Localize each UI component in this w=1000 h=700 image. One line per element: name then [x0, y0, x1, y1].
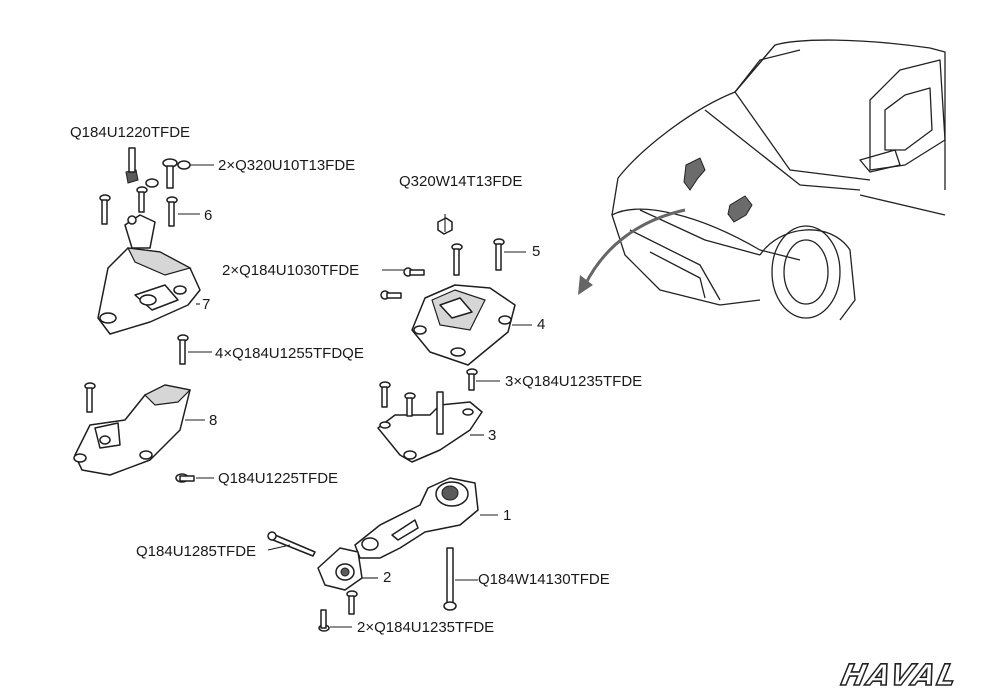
part-number-label: 2×Q184U1030TFDE	[222, 262, 360, 279]
vehicle-illustration	[578, 39, 946, 321]
haval-logo: HAVAL	[838, 657, 963, 693]
part-7-mount	[97, 214, 201, 335]
callout-number: 8	[209, 412, 218, 429]
callout-number: 4	[537, 316, 546, 333]
part-2-bushing	[267, 531, 478, 632]
part-number-label: 2×Q184U1235TFDE	[357, 619, 495, 636]
part-number-label: 3×Q184U1235TFDE	[505, 373, 643, 390]
part-number-label: 2×Q320U10T13FDE	[218, 157, 356, 174]
part-number-label: Q184U1220TFDE	[70, 124, 191, 141]
callout-number: 3	[488, 427, 497, 444]
callout-number: 5	[532, 243, 541, 260]
bolts-part-7	[99, 147, 214, 365]
part-3-plate	[377, 368, 500, 463]
part-number-label: Q184U1225TFDE	[218, 470, 339, 487]
part-4-mount	[380, 214, 532, 366]
part-number-label: Q184U1285TFDE	[136, 543, 257, 560]
part-8-bracket	[73, 382, 214, 483]
callout-number: 7	[202, 296, 211, 313]
part-number-label: 4×Q184U1255TFDQE	[215, 345, 364, 362]
callout-number: 6	[204, 207, 213, 224]
callout-number: 2	[383, 569, 392, 586]
callout-number: 1	[503, 507, 512, 524]
part-number-label: Q184W14130TFDE	[478, 571, 610, 588]
part-1-torque-rod	[354, 477, 498, 559]
part-number-label: Q320W14T13FDE	[399, 173, 523, 190]
